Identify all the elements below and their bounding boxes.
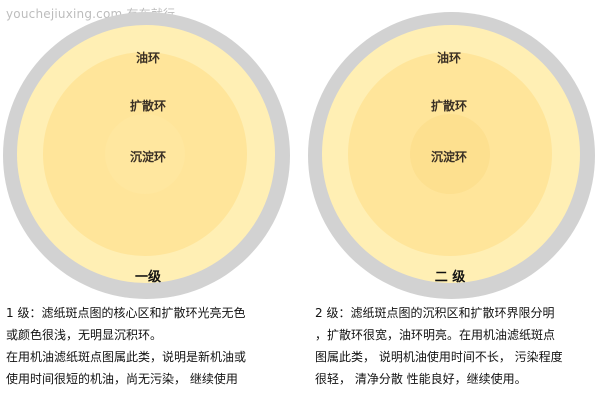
grade-description: 1 级：滤纸斑点图的核心区和扩散环光亮无色 或颜色很浅，无明显沉积环。 在用机油… [6,302,292,390]
grade-label: 二 级 [434,270,466,285]
deposit-ring-label: 沉淀环 [129,150,166,164]
deposit-ring-zone [105,114,185,194]
grade-description: 2 级：滤纸斑点图的沉积区和扩散环界限分明 ，扩散环很宽，油环明亮。在用机油滤纸… [315,302,599,390]
grade-label: 一级 [134,270,161,285]
description-line: ，扩散环很宽，油环明亮。在用机油滤纸斑点 [315,328,556,342]
description-line: 在用机油滤纸斑点图属此类，说明是新机油或 [6,350,247,364]
spread-ring-label: 扩散环 [129,99,166,113]
oil-ring-label: 油环 [135,51,160,65]
grade-2-panel: 油环 扩散环 沉淀环 二 级 2 级：滤纸斑点图的沉积区和扩散环界限分明 ，扩散… [300,0,600,400]
deposit-ring-zone [410,114,490,194]
deposit-ring-label: 沉淀环 [430,150,467,164]
description-line: 1 级：滤纸斑点图的核心区和扩散环光亮无色 [6,306,246,320]
description-line: 2 级：滤纸斑点图的沉积区和扩散环界限分明 [315,306,555,320]
description-line: 图属此类， 说明机油使用时间不长， 污染程度 [315,350,563,364]
oil-ring-label: 油环 [436,51,461,65]
grade-1-panel: 油环 扩散环 沉淀环 一级 1 级：滤纸斑点图的核心区和扩散环光亮无色 或颜色很… [3,12,292,390]
spread-ring-label: 扩散环 [430,99,467,113]
description-line: 很轻， 清净分散 性能良好，继续使用。 [315,372,527,386]
description-line: 使用时间很短的机油，尚无污染， 继续使用 [6,372,238,386]
description-line: 或颜色很浅，无明显沉积环。 [6,328,163,342]
